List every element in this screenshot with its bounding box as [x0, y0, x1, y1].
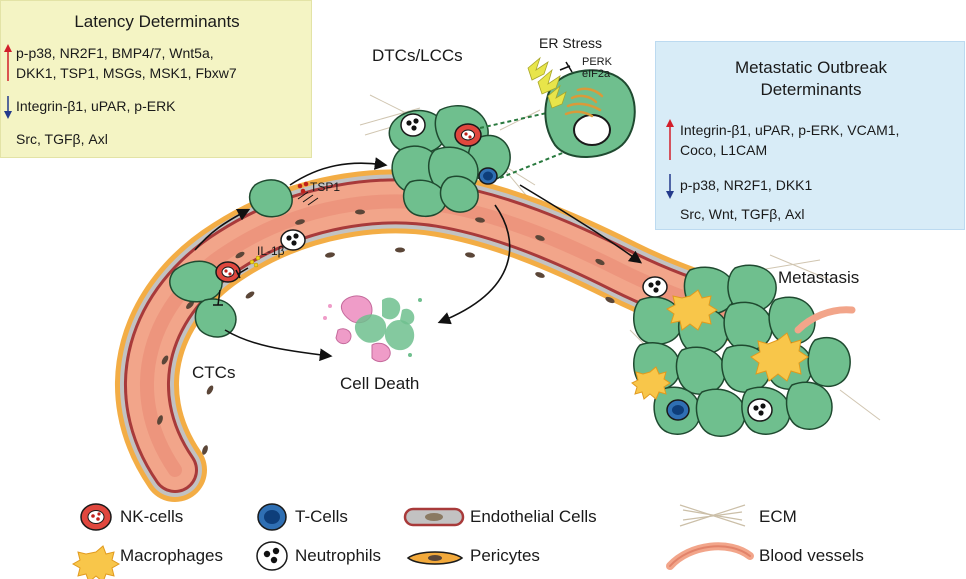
- neutrophil-metastasis: [747, 398, 773, 422]
- nk-cell-dtc: [454, 123, 482, 147]
- outbreak-title-line2: Determinants: [760, 80, 862, 99]
- legend-nk-cells: NK-cells: [120, 507, 184, 526]
- eif2a-label: eIF2a: [582, 68, 611, 80]
- up-arrow-icon: [2, 43, 14, 83]
- tsp1-label: TSP1: [310, 180, 341, 194]
- macrophage-icon: [71, 545, 121, 579]
- il1b-label: IL-1β: [257, 244, 285, 258]
- legend-endothelial: Endothelial Cells: [470, 507, 597, 526]
- macrophage-metastasis-3: [631, 366, 671, 400]
- outbreak-neutral: Src, Wnt, TGFβ, Axl: [680, 206, 805, 222]
- cell-death-debris: [323, 295, 422, 363]
- dtc-cluster: [388, 105, 511, 218]
- legend-blood-vessels: Blood vessels: [759, 546, 864, 565]
- er-stress-label: ER Stress: [539, 35, 603, 51]
- il1b-dots: [249, 255, 261, 268]
- macrophage-metastasis-1: [666, 289, 718, 331]
- ctc-inhibit: [213, 289, 223, 306]
- ecm-icon: [679, 504, 746, 527]
- il1b-inhibit: [235, 267, 249, 279]
- legend-macrophages: Macrophages: [120, 546, 224, 565]
- latency-neutral: Src, TGFβ, Axl: [16, 131, 108, 147]
- metastasis-cluster: [633, 264, 851, 437]
- nk-cell-icon: [80, 503, 112, 531]
- pericyte-nuclei: [157, 209, 665, 455]
- blood-vessel: [115, 169, 752, 502]
- ctc-cells: [169, 179, 293, 338]
- endothelial-cell-icon: [403, 507, 465, 527]
- cell-death-label: Cell Death: [340, 374, 420, 393]
- latency-downregulated: Integrin-β1, uPAR, p-ERK: [16, 98, 176, 114]
- perk-label: PERK: [582, 56, 612, 68]
- outbreak-panel-title: Metastatic Outbreak Determinants: [656, 57, 966, 101]
- up-arrow-icon: [664, 118, 676, 162]
- t-cell-icon: [257, 503, 287, 531]
- legend-neutrophils: Neutrophils: [295, 546, 381, 565]
- macrophage-metastasis-2: [750, 332, 809, 382]
- pericyte-icon: [406, 551, 464, 565]
- blood-vessel-icon: [666, 542, 754, 570]
- legend-pericytes: Pericytes: [470, 546, 540, 565]
- metastasis-label: Metastasis: [778, 268, 860, 287]
- down-arrow-icon: [664, 172, 676, 200]
- blood-vessel-metastasis: [794, 306, 856, 334]
- legend: [71, 503, 754, 579]
- latency-determinants-panel: Latency Determinants p-p38, NR2F1, BMP4/…: [0, 0, 312, 158]
- outbreak-title-line1: Metastatic Outbreak: [734, 58, 888, 77]
- down-arrow-icon: [2, 94, 14, 120]
- legend-t-cells: T-Cells: [295, 507, 348, 526]
- er-stress-cell: [479, 56, 636, 179]
- t-cell-dtc: [478, 167, 498, 185]
- tsp1-lines: [297, 191, 319, 206]
- neutrophil-vessel: [280, 229, 306, 251]
- outbreak-determinants-panel: Metastatic Outbreak Determinants Integri…: [655, 41, 965, 230]
- t-cell-metastasis: [666, 399, 690, 421]
- dtcs-label: DTCs/LCCs: [372, 46, 463, 65]
- latency-upregulated-line1: p-p38, NR2F1, BMP4/7, Wnt5a,: [16, 45, 214, 61]
- ctcs-label: CTCs: [192, 363, 236, 382]
- neutrophil-vessel-2: [642, 276, 668, 298]
- outbreak-downregulated: p-p38, NR2F1, DKK1: [680, 177, 813, 193]
- tsp1-dots: [297, 181, 309, 194]
- outbreak-upregulated-line2: Coco, L1CAM: [680, 142, 768, 158]
- outbreak-upregulated-line1: Integrin-β1, uPAR, p-ERK, VCAM1,: [680, 122, 900, 138]
- neutrophil-icon: [256, 541, 288, 571]
- neutrophil-dtc: [400, 113, 426, 137]
- process-arrows: [194, 157, 643, 362]
- legend-ecm: ECM: [759, 507, 797, 526]
- latency-panel-title: Latency Determinants: [74, 12, 240, 31]
- latency-upregulated-line2: DKK1, TSP1, MSGs, MSK1, Fbxw7: [16, 65, 237, 81]
